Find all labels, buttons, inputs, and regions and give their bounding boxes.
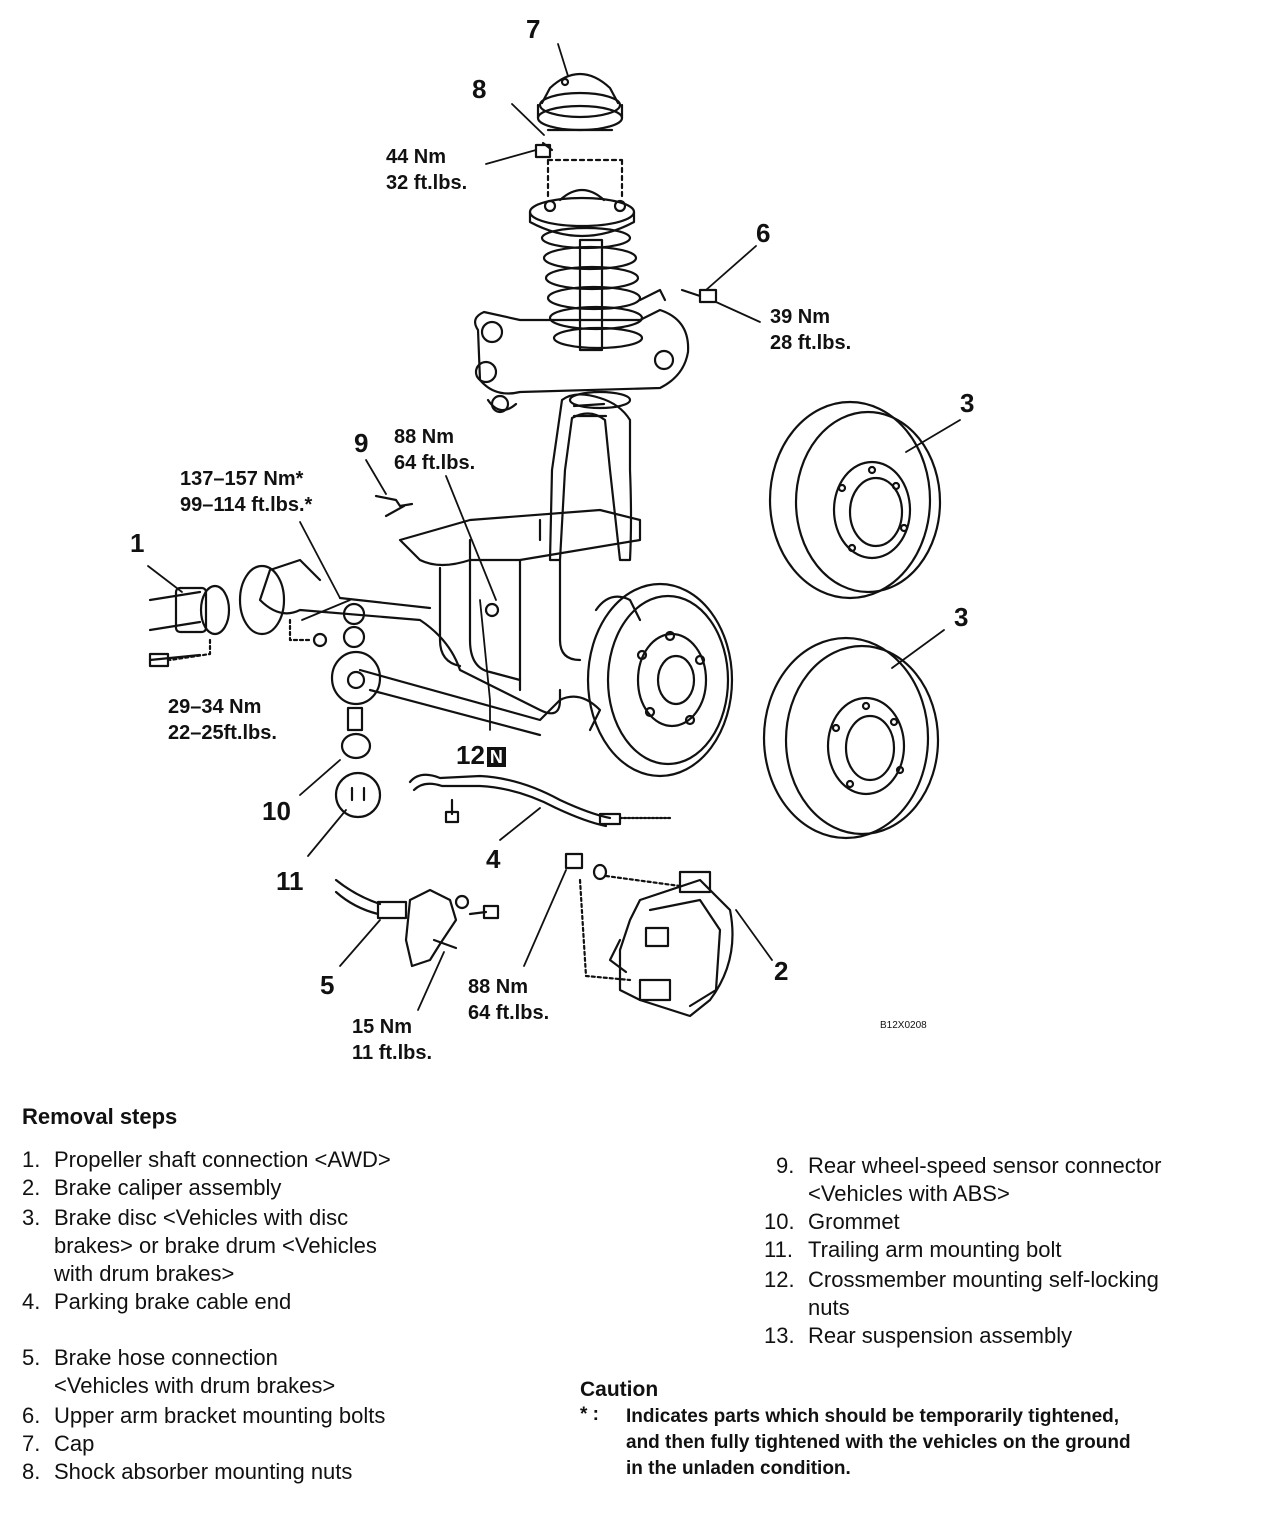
torque-nm: 15 Nm (352, 1016, 413, 1038)
brake-caliper (523, 852, 773, 1018)
mounting-nut (534, 143, 552, 159)
hub-backing-plate (558, 582, 734, 778)
callout-12-leader (479, 599, 491, 731)
caution-title: Caution (580, 1378, 659, 1401)
torque-caliper-bolt: 88 Nm 64 ft.lbs. (468, 974, 549, 1026)
step-number: 3. (22, 1205, 41, 1230)
callout-10: 10 (262, 796, 291, 826)
torque-ftlbs: 64 ft.lbs. (468, 1002, 550, 1024)
torque-nm: 88 Nm (394, 426, 455, 448)
torque-crossmember-nut: 88 Nm 64 ft.lbs. (394, 424, 475, 476)
torque-brake-hose: 15 Nm 11 ft.lbs. (352, 1014, 432, 1066)
torque-nm: 137–157 Nm* (180, 468, 304, 490)
step-text: Upper arm bracket mounting bolts (54, 1403, 386, 1428)
torque-ftlbs: 28 ft.lbs. (770, 332, 852, 354)
callout-12-badge: N (486, 747, 506, 768)
callout-5: 5 (320, 970, 335, 1000)
step-number: 12. (764, 1267, 795, 1292)
caution-asterisk: * : (580, 1404, 599, 1425)
callout-12-number: 12 (456, 740, 485, 770)
torque-ftlbs: 64 ft.lbs. (394, 452, 476, 474)
torque-ftlbs: 22–25ft.lbs. (168, 722, 277, 744)
step-text: Shock absorber mounting nuts (54, 1459, 353, 1484)
torque-trailing-arm-bolt: 137–157 Nm* 99–114 ft.lbs.* (180, 466, 312, 518)
parking-brake-cable (408, 773, 672, 841)
callout-9: 9 (354, 428, 369, 458)
step-number: 1. (22, 1147, 41, 1172)
step-text: <Vehicles with drum brakes> (54, 1373, 336, 1398)
step-text: Propeller shaft connection <AWD> (54, 1147, 391, 1172)
callout-1: 1 (130, 528, 145, 558)
callout-11: 11 (276, 866, 304, 896)
step-number: 8. (22, 1459, 41, 1484)
trailing-arm (258, 558, 562, 737)
step-number: 2. (22, 1175, 41, 1200)
step-text: Rear wheel-speed sensor connector (808, 1153, 1162, 1178)
trailing-arm-bolt (307, 771, 382, 857)
step-number: 11. (764, 1237, 793, 1262)
callout-4: 4 (486, 844, 501, 874)
caution-line: and then fully tightened with the vehicl… (626, 1432, 1131, 1453)
caution-line: Indicates parts which should be temporar… (626, 1406, 1120, 1427)
step-number: 9. (776, 1153, 795, 1178)
callout-8: 8 (472, 74, 487, 104)
removal-steps-title: Removal steps (22, 1104, 178, 1129)
step-text: Brake caliper assembly (54, 1175, 282, 1200)
cap-part (536, 73, 624, 132)
step-number: 7. (22, 1431, 41, 1456)
callout-6: 6 (756, 218, 771, 248)
caution-line: in the unladen condition. (626, 1458, 851, 1479)
torque-propeller-shaft: 29–34 Nm 22–25ft.lbs. (168, 694, 277, 746)
step-number: 10. (764, 1209, 795, 1234)
strut-top-mount (528, 158, 636, 237)
step-text: Rear suspension assembly (808, 1323, 1073, 1348)
sensor-connector (365, 459, 414, 518)
exploded-suspension-diagram (0, 0, 961, 1018)
torque-nm: 39 Nm (770, 306, 831, 328)
step-text: <Vehicles with ABS> (808, 1181, 1010, 1206)
torque-ftlbs: 32 ft.lbs. (386, 172, 468, 194)
step-text: Parking brake cable end (54, 1289, 292, 1314)
torque-bracket-bolt: 39 Nm 28 ft.lbs. (770, 304, 851, 356)
torque-nm: 44 Nm (386, 146, 447, 168)
step-text: Trailing arm mounting bolt (808, 1237, 1062, 1262)
step-text: Brake hose connection (54, 1345, 278, 1370)
step-text: Cap (54, 1431, 95, 1456)
shock-absorber (548, 390, 633, 562)
callout-2: 2 (774, 956, 789, 986)
bracket-bolt (680, 288, 761, 323)
step-text: with drum brakes> (54, 1261, 235, 1286)
callout-7: 7 (526, 14, 541, 44)
brake-drum (768, 400, 961, 600)
torque-nm: 88 Nm (468, 976, 529, 998)
callout-3-disc: 3 (954, 602, 969, 632)
step-text: Grommet (808, 1209, 900, 1234)
step-text: Crossmember mounting self-locking (808, 1267, 1159, 1292)
propeller-shaft (147, 564, 328, 668)
grommet-stack (300, 600, 382, 796)
brake-disc (762, 629, 945, 840)
torque-shock-nut: 44 Nm 32 ft.lbs. (386, 144, 467, 196)
torque-ftlbs: 11 ft.lbs. (352, 1042, 433, 1064)
step-number: 6. (22, 1403, 41, 1428)
step-number: 5. (22, 1345, 41, 1370)
step-number: 4. (22, 1289, 41, 1314)
callout-3-drum: 3 (960, 388, 975, 418)
step-text: Brake disc <Vehicles with disc (54, 1205, 349, 1230)
upper-arm-bracket (474, 288, 690, 414)
step-number: 13. (764, 1323, 795, 1348)
torque-ftlbs: 99–114 ft.lbs.* (180, 494, 313, 516)
coil-spring (540, 226, 644, 352)
brake-hose (334, 878, 500, 1011)
crossmember (398, 508, 642, 692)
torque-nm: 29–34 Nm (168, 696, 262, 718)
step-text: brakes> or brake drum <Vehicles (54, 1233, 377, 1258)
step-text: nuts (808, 1295, 850, 1320)
figure-code: B12X0208 (880, 1020, 927, 1031)
